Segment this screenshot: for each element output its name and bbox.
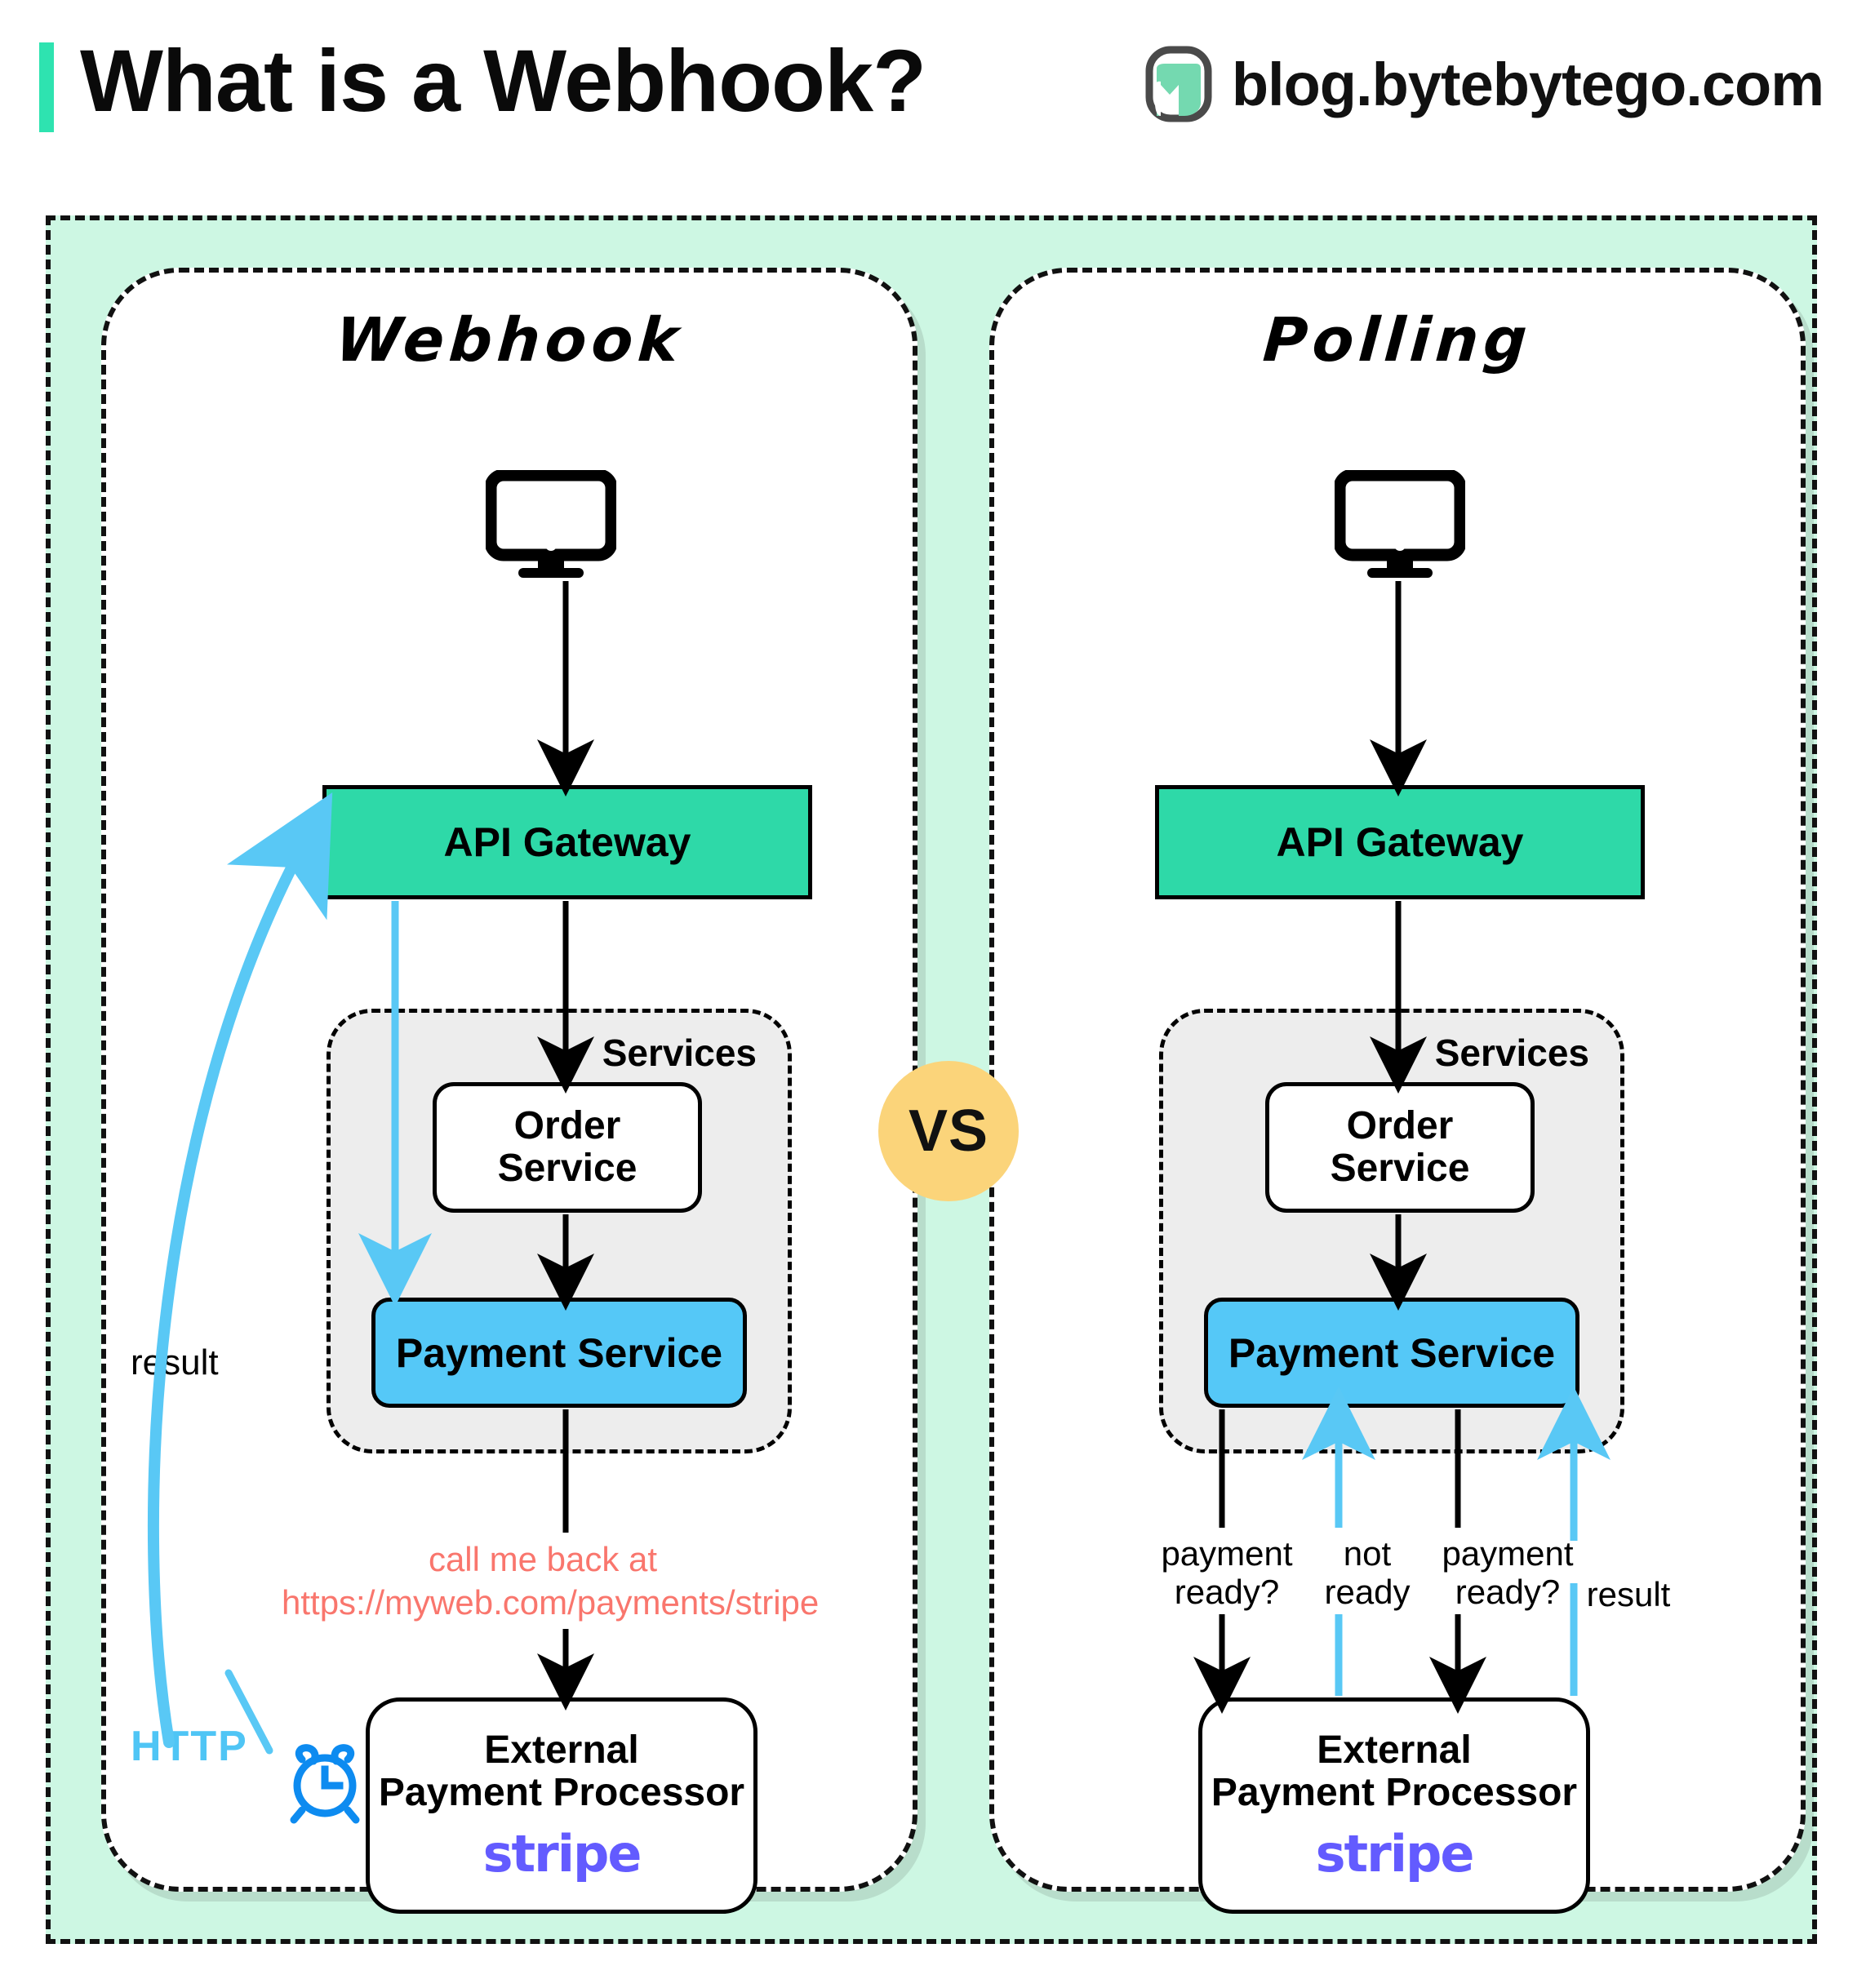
order-service-line2: Service [497, 1147, 638, 1190]
vs-badge: VS [878, 1061, 1019, 1201]
desktop-monitor-icon [1335, 470, 1465, 578]
api-gateway-webhook[interactable]: API Gateway [322, 785, 812, 899]
poll-label-1: not ready [1306, 1534, 1428, 1611]
api-gateway-label: API Gateway [443, 819, 691, 865]
services-label: Services [602, 1032, 757, 1074]
poll-label-0: payment ready? [1141, 1534, 1313, 1611]
payment-service-polling[interactable]: Payment Service [1204, 1298, 1579, 1408]
page-title: What is a Webhook? [80, 31, 926, 130]
poll-label-2-line1: payment [1442, 1534, 1574, 1573]
poll-label-3: result [1555, 1575, 1702, 1613]
desktop-monitor-icon [486, 470, 616, 578]
poll-label-2-line2: ready? [1455, 1573, 1561, 1612]
services-label: Services [1434, 1032, 1589, 1074]
page-header: What is a Webhook? blog.bytebytego.com [0, 0, 1866, 204]
payment-service-label: Payment Service [1228, 1329, 1556, 1376]
api-gateway-polling[interactable]: API Gateway [1155, 785, 1645, 899]
order-service-webhook[interactable]: Order Service [433, 1082, 702, 1213]
poll-label-1-line1: not [1343, 1534, 1392, 1573]
external-payment-processor-polling[interactable]: External Payment Processor stripe [1198, 1697, 1590, 1914]
external-payment-processor-webhook[interactable]: External Payment Processor stripe [366, 1697, 758, 1914]
poll-label-2: payment ready? [1422, 1534, 1593, 1611]
brand-block: blog.bytebytego.com [1145, 39, 1824, 129]
poll-label-3-line1: result [1586, 1575, 1671, 1613]
result-label-webhook: result [131, 1342, 219, 1382]
callback-line2: https://myweb.com/payments/stripe [282, 1582, 820, 1622]
api-gateway-label: API Gateway [1276, 819, 1524, 865]
alarm-clock-icon [290, 1744, 360, 1824]
processor-line2: Payment Processor [1211, 1771, 1578, 1815]
panel-title-webhook: Webhook [333, 305, 686, 375]
poll-label-1-line2: ready [1324, 1573, 1411, 1612]
http-label: HTTP [131, 1723, 248, 1770]
bytebytego-logo-icon [1145, 46, 1212, 122]
callback-line1: call me back at [428, 1540, 658, 1578]
processor-line1: External [484, 1728, 639, 1772]
order-service-line2: Service [1330, 1147, 1470, 1190]
order-service-polling[interactable]: Order Service [1265, 1082, 1535, 1213]
payment-service-webhook[interactable]: Payment Service [371, 1298, 747, 1408]
payment-service-label: Payment Service [395, 1329, 723, 1376]
poll-label-0-line2: ready? [1174, 1573, 1280, 1612]
title-accent-bar [39, 42, 54, 132]
panel-title-polling: Polling [1260, 305, 1535, 375]
poll-label-0-line1: payment [1161, 1534, 1293, 1573]
order-service-line1: Order [513, 1104, 621, 1148]
callback-annotation: call me back at https://myweb.com/paymen… [282, 1538, 820, 1624]
stripe-logo: stripe [482, 1824, 642, 1884]
processor-line2: Payment Processor [378, 1771, 745, 1815]
order-service-line1: Order [1346, 1104, 1454, 1148]
processor-line1: External [1317, 1728, 1472, 1772]
brand-text: blog.bytebytego.com [1231, 50, 1824, 118]
stripe-logo: stripe [1315, 1824, 1475, 1884]
